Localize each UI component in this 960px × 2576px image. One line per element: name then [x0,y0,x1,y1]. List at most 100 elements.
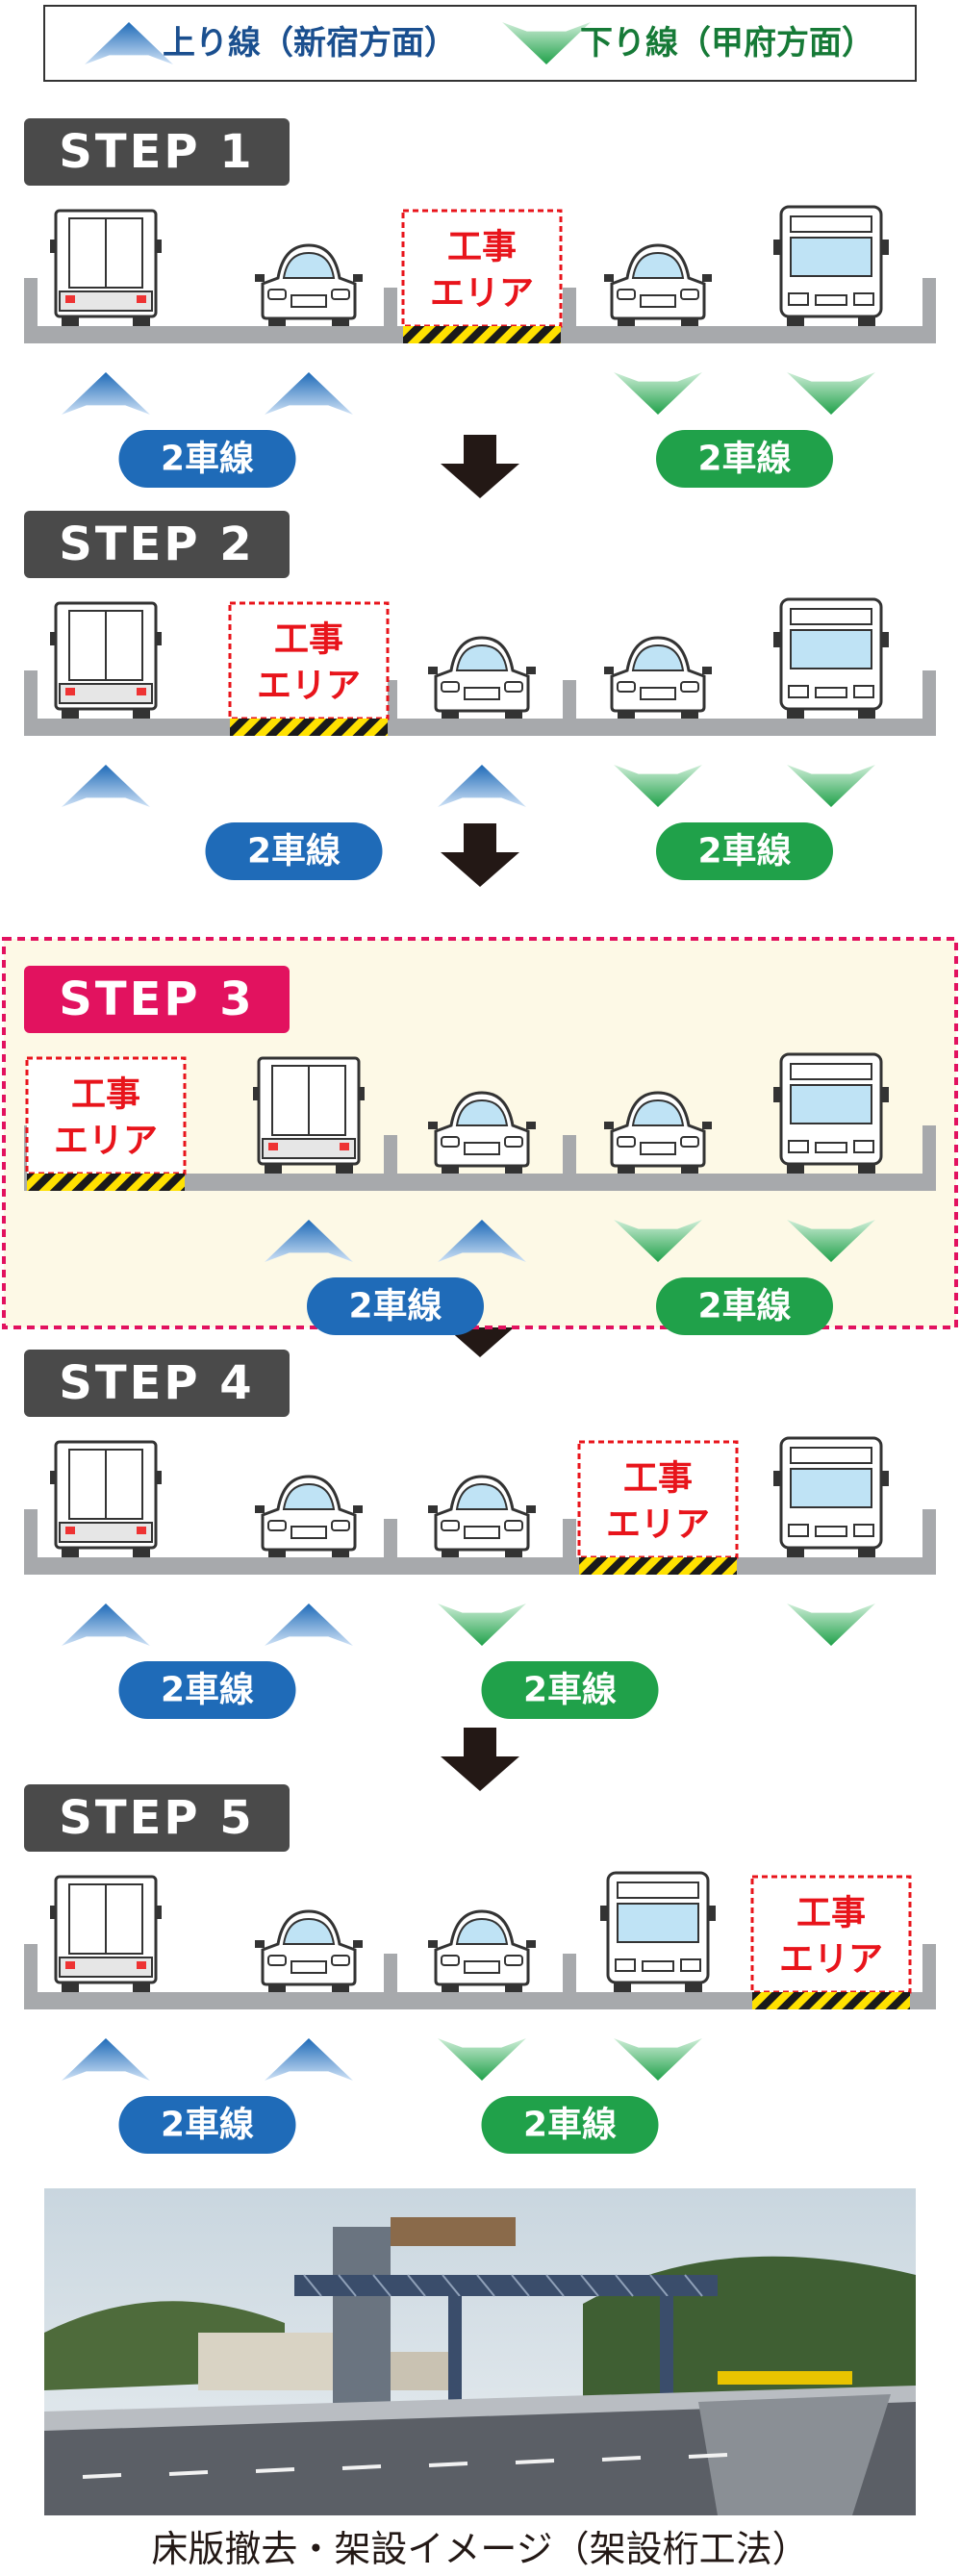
up-direction-arrow-icon [62,2038,150,2081]
legend-up-arrow-icon [85,22,173,64]
down-direction-arrow-icon [787,765,875,807]
lane-count-text: 2車線 [348,1287,442,1326]
lane-count-text: 2車線 [247,832,341,871]
construction-label-line1: 工事 [796,1894,866,1933]
lane-count-text: 2車線 [523,1671,617,1710]
step-tab: STEP 5 [24,1784,290,1852]
down-direction-arrow-icon [614,765,702,807]
construction-label-line2: エリア [779,1940,883,1980]
bus-icon [773,1436,889,1557]
hazard-stripe [752,1992,910,2009]
lane-count-text: 2車線 [161,1671,254,1710]
up-direction-arrow-icon [62,765,150,807]
step-label: STEP 5 [59,1791,254,1845]
down-direction-arrow-icon [787,1220,875,1262]
lane-count-text: 2車線 [697,832,791,871]
lane-count-text: 2車線 [697,440,791,479]
car-icon [255,1909,363,1992]
car-icon [428,1475,536,1557]
construction-label-line2: エリア [257,667,361,706]
lane-count-badge: 2車線 [481,2096,659,2154]
down-direction-arrow-icon [787,372,875,415]
hazard-stripe [403,326,561,343]
car-icon [255,243,363,326]
road-deck [24,1944,936,2009]
step-tab: STEP 1 [24,118,290,186]
legend-down-arrow-icon [502,22,591,64]
lane-count-badge: 2車線 [118,430,296,488]
car-icon [428,636,536,719]
down-direction-arrow-icon [614,372,702,415]
up-direction-arrow-icon [265,1604,353,1646]
step-label: STEP 1 [59,125,254,179]
lane-count-text: 2車線 [161,2106,254,2145]
legend-up-label: 上り線（新宿方面） [163,24,457,63]
bus-icon [773,1052,889,1174]
lane-count-text: 2車線 [523,2106,617,2145]
lane-count-badge: 2車線 [118,1661,296,1719]
bus-icon [773,205,889,326]
construction-label-line1: 工事 [447,228,517,267]
truck-icon [50,1875,162,1992]
hazard-stripe [27,1174,185,1191]
lane-count-badge: 2車線 [307,1277,484,1335]
photo-caption: 床版撤去・架設イメージ（架設桁工法） [151,2528,808,2570]
bus-icon [773,597,889,719]
legend-down-label: 下り線（甲府方面） [580,24,874,63]
down-direction-arrow-icon [614,2038,702,2081]
next-step-arrow-icon [441,1728,519,1791]
car-icon [428,1909,536,1992]
construction-label-line2: エリア [430,274,534,314]
car-icon [255,1475,363,1557]
up-direction-arrow-icon [62,372,150,415]
construction-label-line2: エリア [606,1505,710,1545]
next-step-arrow-icon [441,823,519,887]
lane-count-badge: 2車線 [656,1277,833,1335]
lane-count-badge: 2車線 [205,822,383,880]
construction-label-line1: 工事 [274,620,343,660]
car-icon [604,1091,712,1174]
up-direction-arrow-icon [438,765,526,807]
step-label: STEP 2 [59,518,254,571]
bus-icon [600,1871,716,1992]
lane-count-badge: 2車線 [656,822,833,880]
construction-photo [44,2188,916,2515]
up-direction-arrow-icon [438,1220,526,1262]
down-direction-arrow-icon [438,1604,526,1646]
down-direction-arrow-icon [614,1220,702,1262]
step-tab: STEP 3 [24,966,290,1033]
truck-icon [50,209,162,326]
step-tab: STEP 2 [24,511,290,578]
next-step-arrow-icon [441,435,519,498]
step-label: STEP 3 [59,972,254,1026]
construction-label-line1: 工事 [71,1075,140,1115]
direction-legend: 上り線（新宿方面） 下り線（甲府方面） [43,5,917,82]
truck-icon [253,1056,365,1174]
up-direction-arrow-icon [265,372,353,415]
hazard-stripe [579,1557,737,1575]
car-icon [428,1091,536,1174]
step-label: STEP 4 [59,1356,254,1410]
step-tab: STEP 4 [24,1350,290,1417]
truck-icon [50,1440,162,1557]
lane-count-text: 2車線 [161,440,254,479]
hazard-stripe [230,719,388,736]
up-direction-arrow-icon [62,1604,150,1646]
construction-label-line1: 工事 [623,1459,693,1499]
down-direction-arrow-icon [787,1604,875,1646]
down-direction-arrow-icon [438,2038,526,2081]
up-direction-arrow-icon [265,2038,353,2081]
lane-count-badge: 2車線 [656,430,833,488]
